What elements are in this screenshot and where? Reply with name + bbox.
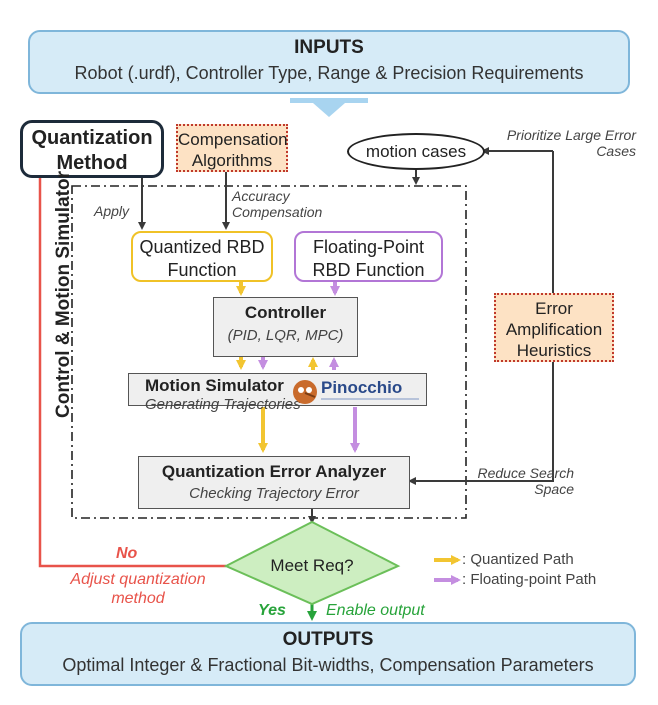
inputs-subtitle: Robot (.urdf), Controller Type, Range & … [74,63,584,83]
floating-rbd-label: Floating-Point RBD Function [312,237,425,280]
compensation-algorithms-label: Compensation Algorithms [178,130,288,170]
quantization-method-label: Quantization Method [31,127,153,174]
yes-label: Yes [258,602,286,619]
compensation-algorithms-box: Compensation Algorithms [176,124,288,172]
simulator-frame [71,185,467,519]
analyzer-subtitle: Checking Trajectory Error [189,485,359,502]
legend-quantized: : Quantized Path [462,551,574,568]
controller-subtitle: (PID, LQR, MPC) [227,327,344,344]
analyzer-box: Quantization Error Analyzer Checking Tra… [138,456,410,509]
error-heuristics-label: Error Amplification Heuristics [505,299,603,360]
apply-label: Apply [94,203,130,219]
motion-simulator-box: Motion Simulator Generating Trajectories… [128,373,427,413]
floating-rbd-box: Floating-Point RBD Function [294,231,443,282]
pinocchio-logo: Pinocchio [291,378,423,406]
accuracy-compensation-label: Accuracy Compensation [232,188,323,220]
motion-simulator-subtitle: Generating Trajectories [145,396,301,413]
control-motion-simulator-label: Control & Motion Simulator [53,171,74,418]
reduce-search-label: Reduce Search Space [477,465,574,497]
outputs-banner: OUTPUTS Optimal Integer & Fractional Bit… [20,622,636,686]
inputs-down-arrow [290,98,368,117]
pinocchio-logo-icon [293,380,317,404]
analyzer-title: Quantization Error Analyzer [161,462,387,481]
quantization-method-box: Quantization Method [20,120,164,178]
inputs-title: INPUTS [294,37,364,58]
controller-box: Controller (PID, LQR, MPC) [213,297,358,357]
motion-cases-label: motion cases [365,142,467,161]
inputs-banner: INPUTS Robot (.urdf), Controller Type, R… [28,30,630,94]
prioritize-label: Prioritize Large Error Cases [506,127,636,159]
pinocchio-logo-text: Pinocchio [321,378,403,397]
pinocchio-logo-underline [321,398,419,400]
quantized-rbd-label: Quantized RBD Function [139,237,265,280]
enable-output-label: Enable output [326,602,425,619]
motion-cases-ellipse: motion cases [347,133,485,170]
adjust-quantization-label: Adjust quantization method [70,571,206,607]
decision-diamond [223,520,401,606]
controller-title: Controller [244,303,327,322]
motion-simulator-title: Motion Simulator [145,376,284,395]
legend-floating: : Floating-point Path [462,571,597,588]
outputs-subtitle: Optimal Integer & Fractional Bit-widths,… [62,655,594,675]
no-label: No [116,545,138,562]
outputs-title: OUTPUTS [282,629,374,650]
decision-label: Meet Req? [270,556,354,575]
quantized-rbd-box: Quantized RBD Function [131,231,273,282]
error-heuristics-box: Error Amplification Heuristics [494,293,614,362]
